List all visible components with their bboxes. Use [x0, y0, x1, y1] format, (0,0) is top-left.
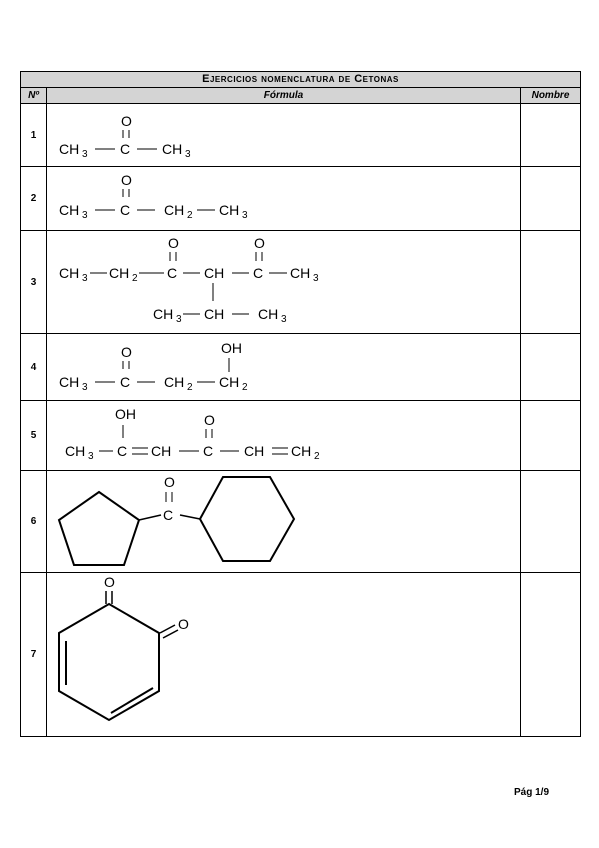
exercise-table: Ejercicios nomenclatura de Cetonas Nº Fó…	[20, 71, 581, 737]
atom-label: C	[120, 202, 130, 218]
atom-label: OH	[115, 406, 136, 422]
structure-enol-enone: OH O CH 3 C CH C CH CH 2	[65, 406, 320, 462]
row-number: 1	[20, 103, 47, 167]
table-row: 1 O CH 3 C CH 3	[20, 103, 581, 167]
atom-subscript: 3	[185, 149, 191, 160]
atom-subscript: 3	[176, 314, 182, 325]
atom-label: CH	[151, 443, 171, 459]
atom-label: CH	[219, 374, 239, 390]
table-row: 5 OH O CH 3 C CH C CH CH	[20, 400, 581, 471]
row-number: 4	[20, 333, 47, 401]
name-answer-cell[interactable]	[520, 103, 581, 167]
structure-hydroxyketone: O OH CH 3 C CH 2 CH 2	[59, 340, 248, 393]
atom-label: O	[121, 344, 132, 360]
name-answer-cell[interactable]	[520, 400, 581, 471]
atom-subscript: 2	[187, 210, 193, 221]
atom-label: O	[121, 113, 132, 129]
structure-cyclopentyl-cyclohexyl-ketone: O C	[57, 474, 296, 566]
atom-subscript: 2	[242, 382, 248, 393]
table-row: 4 O OH CH 3 C CH 2 CH 2	[20, 333, 581, 401]
atom-label: CH	[59, 202, 79, 218]
atom-label: C	[203, 443, 213, 459]
formula-cell: O CH 3 C CH 2 CH 3	[46, 166, 521, 231]
header-name: Nombre	[520, 87, 581, 104]
formula-cell: O C	[46, 470, 521, 573]
name-answer-cell[interactable]	[520, 230, 581, 334]
atom-subscript: 3	[82, 149, 88, 160]
row-number: 7	[20, 572, 47, 737]
atom-label: C	[253, 265, 263, 281]
atom-subscript: 3	[82, 210, 88, 221]
atom-subscript: 3	[88, 451, 94, 462]
page-number: Pág 1/9	[514, 787, 550, 798]
name-answer-cell[interactable]	[520, 572, 581, 737]
formula-cell: OH O CH 3 C CH C CH CH 2	[46, 400, 521, 471]
atom-subscript: 2	[314, 451, 320, 462]
row-number: 2	[20, 166, 47, 231]
atom-label: CH	[244, 443, 264, 459]
atom-label: O	[178, 616, 189, 632]
table-row: 7 O O	[20, 572, 581, 737]
name-answer-cell[interactable]	[520, 166, 581, 231]
atom-label: CH	[162, 141, 182, 157]
atom-subscript: 3	[313, 273, 319, 284]
atom-label: CH	[164, 374, 184, 390]
row-number: 6	[20, 470, 47, 573]
atom-label: C	[167, 265, 177, 281]
name-answer-cell[interactable]	[520, 470, 581, 573]
atom-label: O	[204, 412, 215, 428]
atom-label: C	[120, 141, 130, 157]
row-number: 5	[20, 400, 47, 471]
atom-subscript: 3	[82, 382, 88, 393]
atom-label: C	[163, 507, 173, 523]
atom-label: O	[164, 474, 175, 490]
formula-cell: O O CH 3 CH 2 C CH C CH 3	[46, 230, 521, 334]
atom-label: O	[121, 172, 132, 188]
atom-label: CH	[290, 265, 310, 281]
atom-label: C	[120, 374, 130, 390]
atom-label: CH	[258, 306, 278, 322]
atom-label: CH	[59, 374, 79, 390]
structure-cyclohexadienedione: O O	[58, 574, 189, 722]
formula-cell: O CH 3 C CH 3	[46, 103, 521, 167]
atom-label: CH	[59, 265, 79, 281]
atom-label: CH	[219, 202, 239, 218]
row-number: 3	[20, 230, 47, 334]
formula-cell: O OH CH 3 C CH 2 CH 2	[46, 333, 521, 401]
atom-subscript: 3	[281, 314, 287, 325]
atom-label: O	[168, 235, 179, 251]
atom-subscript: 2	[187, 382, 193, 393]
table-row: 6 O C	[20, 470, 581, 573]
atom-label: O	[254, 235, 265, 251]
atom-label: CH	[164, 202, 184, 218]
structure-diketone: O O CH 3 CH 2 C CH C CH 3	[59, 235, 319, 325]
atom-subscript: 2	[132, 273, 138, 284]
structure-acetone: O CH 3 C CH 3	[59, 113, 191, 160]
atom-label: CH	[109, 265, 129, 281]
atom-label: O	[104, 574, 115, 590]
atom-subscript: 3	[242, 210, 248, 221]
atom-label: OH	[221, 340, 242, 356]
atom-label: CH	[153, 306, 173, 322]
atom-label: CH	[59, 141, 79, 157]
table-title: Ejercicios nomenclatura de Cetonas	[20, 71, 581, 88]
table-row: 2 O CH 3 C CH 2 CH 3	[20, 166, 581, 231]
atom-subscript: 3	[82, 273, 88, 284]
structure-butanone: O CH 3 C CH 2 CH 3	[59, 172, 248, 221]
name-answer-cell[interactable]	[520, 333, 581, 401]
formula-cell: O O	[46, 572, 521, 737]
atom-label: C	[117, 443, 127, 459]
table-row: 3 O O CH 3 CH 2 C CH C CH	[20, 230, 581, 334]
atom-label: CH	[204, 306, 224, 322]
atom-label: CH	[291, 443, 311, 459]
atom-label: CH	[204, 265, 224, 281]
atom-label: CH	[65, 443, 85, 459]
header-num: Nº	[20, 87, 47, 104]
header-formula: Fórmula	[46, 87, 521, 104]
